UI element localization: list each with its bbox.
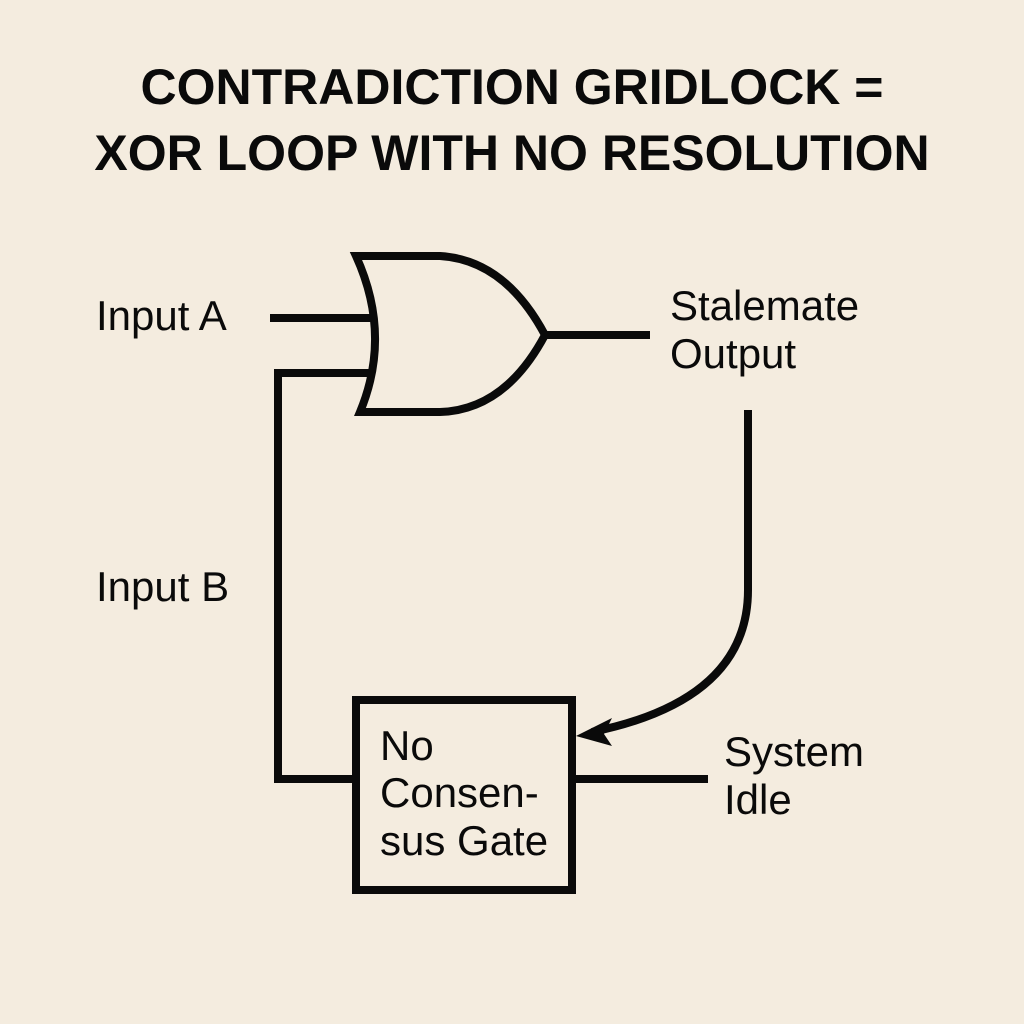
- idle-line-1: System: [724, 728, 865, 775]
- idle-line-2: Idle: [724, 776, 792, 824]
- xor-gate: [349, 252, 550, 416]
- title-line-1: CONTRADICTION GRIDLOCK =: [140, 59, 884, 115]
- input-b-label: Input B: [96, 563, 230, 610]
- stalemate-line-1: Stalemate: [670, 282, 860, 329]
- stalemate-line-2: Output: [670, 330, 797, 378]
- title-line-2: XOR LOOP WITH NO RESOLUTION: [94, 125, 930, 181]
- gate-label: No Consen- sus Gate: [380, 722, 548, 864]
- no-consensus-gate-box: [352, 696, 576, 894]
- stalemate-output-label: Stalemate Output: [670, 282, 859, 379]
- input-a-label: Input A: [96, 292, 227, 339]
- gate-line-3: sus Gate: [380, 816, 549, 864]
- feedback-curve: [591, 410, 752, 736]
- input-b-wire: [274, 369, 374, 783]
- gate-line-2: Consen-: [380, 769, 539, 817]
- system-idle-label: System Idle: [724, 728, 864, 825]
- gate-line-1: No: [380, 722, 434, 769]
- arrowhead-icon: [576, 718, 612, 746]
